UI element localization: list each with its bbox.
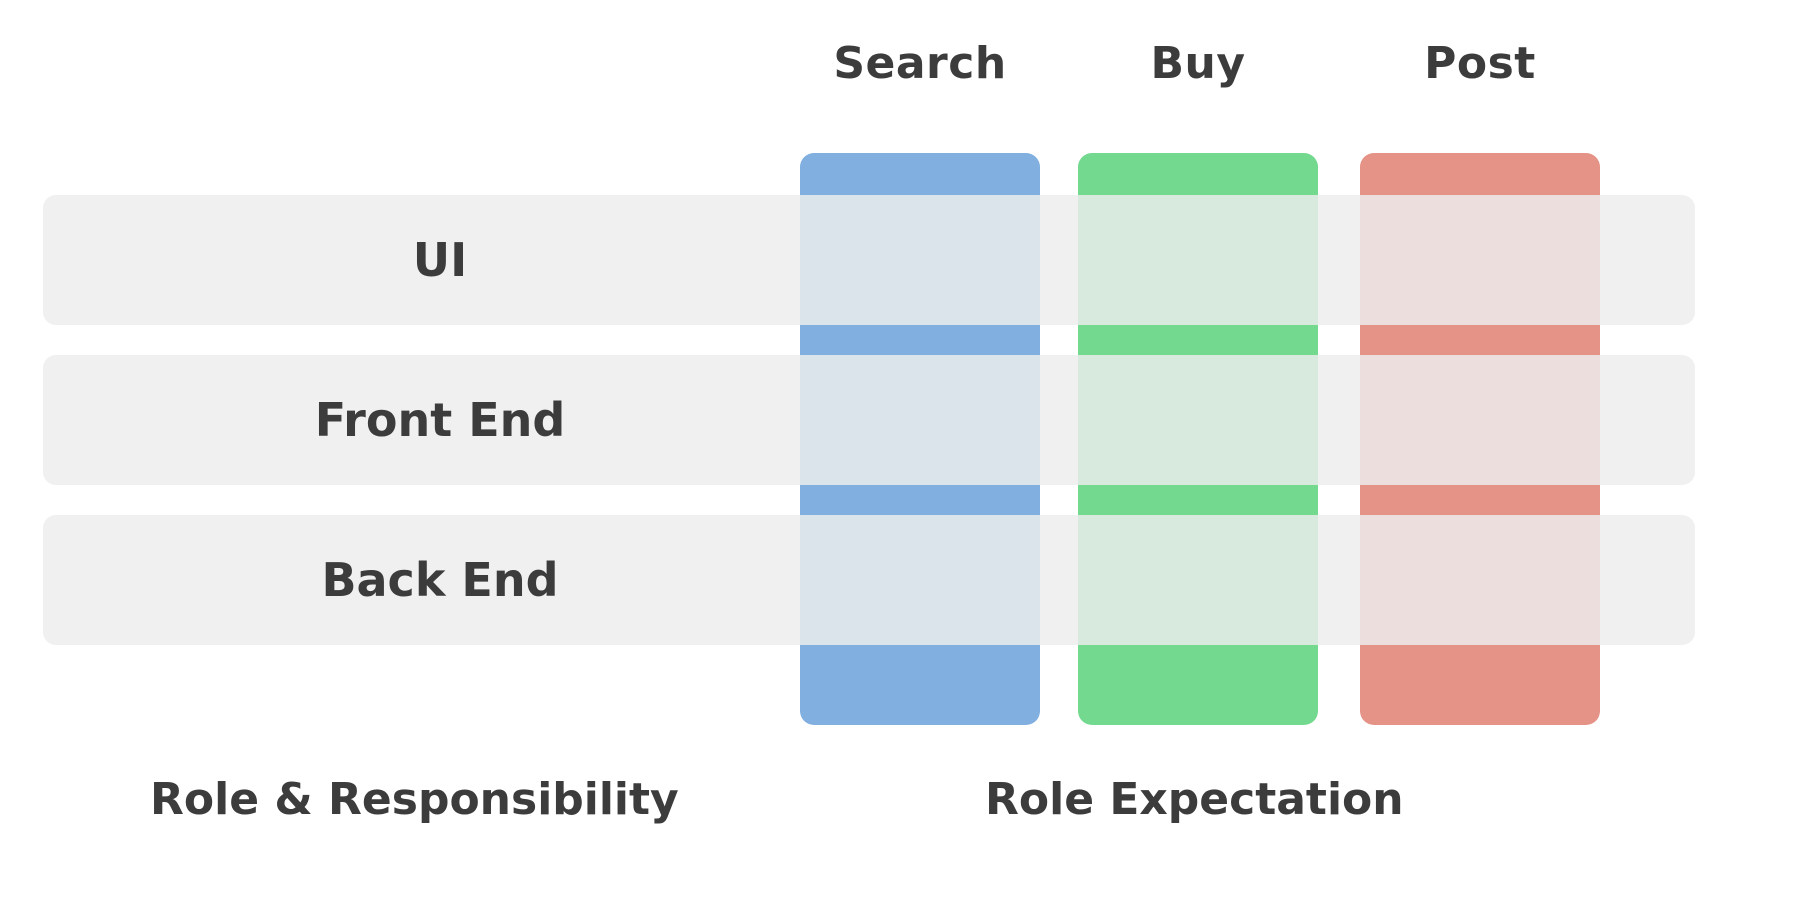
column-header-buy: Buy bbox=[1150, 38, 1246, 89]
caption-role-responsibility: Role & Responsibility bbox=[150, 774, 679, 825]
column-header-post: Post bbox=[1424, 38, 1536, 89]
role-row-back-end bbox=[43, 515, 1695, 645]
role-row-front-end bbox=[43, 355, 1695, 485]
caption-role-expectation: Role Expectation bbox=[985, 774, 1404, 825]
column-header-search: Search bbox=[833, 38, 1007, 89]
role-row-ui bbox=[43, 195, 1695, 325]
